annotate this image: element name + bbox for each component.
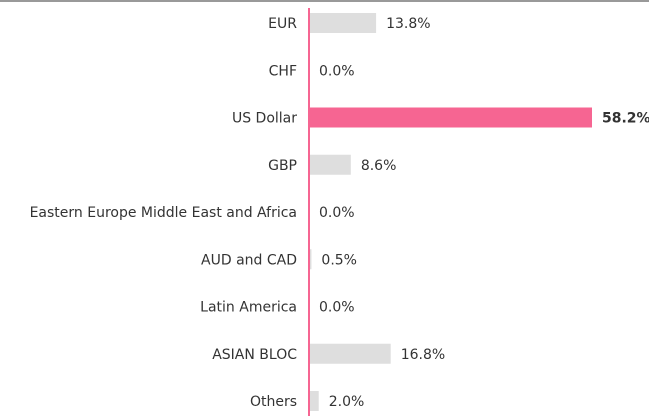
value-labels: 13.8% 0.0% 58.2% 8.6% 0.0% 0.5% 0.0% 16.8% 2.0% [319, 16, 649, 410]
value-label: 2.0% [329, 394, 365, 410]
value-label: 58.2% [602, 111, 649, 127]
bar [309, 107, 592, 128]
value-label: 0.5% [321, 252, 357, 268]
bar [309, 13, 377, 33]
category-label: Latin America [200, 300, 297, 316]
value-label: 0.0% [319, 63, 355, 79]
category-label: Others [250, 394, 297, 410]
category-label: EUR [268, 16, 297, 32]
bar [309, 391, 319, 411]
value-label: 8.6% [361, 158, 397, 174]
category-label: CHF [269, 63, 297, 79]
category-label: GBP [268, 158, 297, 174]
value-label: 0.0% [319, 300, 355, 316]
bar [309, 249, 312, 270]
category-label: ASIAN BLOC [212, 347, 297, 363]
value-label: 0.0% [319, 205, 355, 221]
bar [309, 343, 391, 364]
bar [309, 154, 351, 175]
value-label: 13.8% [386, 16, 430, 32]
category-label: Eastern Europe Middle East and Africa [30, 205, 297, 221]
bars-group [309, 13, 592, 411]
value-label: 16.8% [401, 347, 445, 363]
category-label: US Dollar [232, 111, 297, 127]
category-label: AUD and CAD [201, 252, 297, 268]
